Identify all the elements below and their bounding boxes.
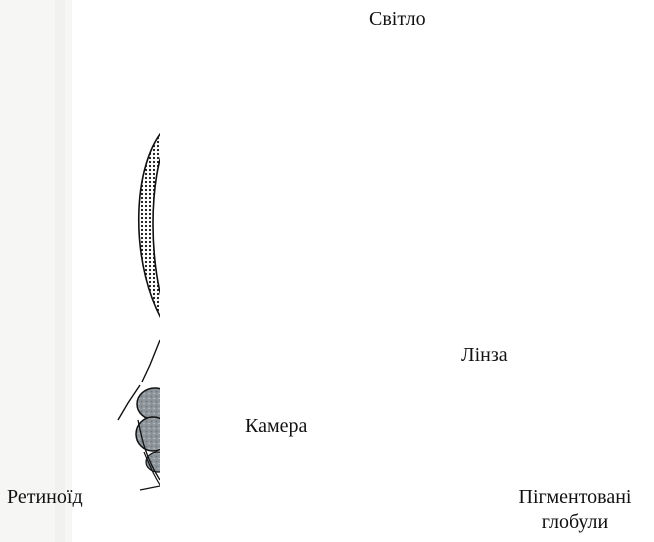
lens-label: Лінза [461, 343, 508, 368]
paper-fold [55, 0, 65, 542]
light-label: Світло [369, 7, 426, 32]
cropped-organelle-drawing [118, 125, 173, 490]
pigmented-globules-label: Пігментовані глобули [496, 485, 654, 535]
pigmented-globules-label-line2: глобули [496, 510, 654, 535]
camera-label: Камера [245, 414, 307, 439]
lens-shape [139, 125, 168, 330]
pigment-globule [137, 388, 173, 420]
retinoid-label: Ретиноїд [7, 485, 83, 510]
retinoid-pointer [140, 486, 160, 490]
camera-wall-line [142, 340, 160, 382]
pigmented-globules-label-line1: Пігментовані [496, 485, 654, 510]
